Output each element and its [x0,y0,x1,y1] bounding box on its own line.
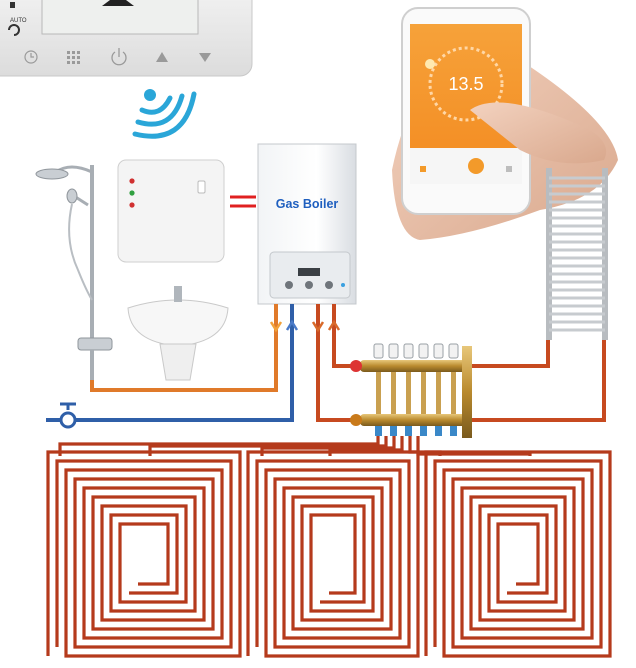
wireless-receiver [117,159,225,263]
boiler-knob-right[interactable] [325,281,333,289]
loop-feed-pipe [148,436,388,456]
underfloor-manifold [350,343,472,438]
boiler-knob-left[interactable] [285,281,293,289]
hot-water-pipes [90,304,278,392]
cold-water-pipes [46,304,294,422]
receiver-led-red [129,178,135,184]
manifold-actuator[interactable] [433,343,444,359]
manifold-actuator[interactable] [373,343,384,359]
thermostat-display-segment [102,0,134,6]
smartphone-app: 13.5 [392,7,618,240]
temperature-dial[interactable] [428,46,504,122]
app-temperature: 13.5 [448,74,483,94]
sun-icon [425,59,435,69]
heating-flow-pipes [316,304,606,422]
boiler-knob-center[interactable] [305,281,313,289]
floor-loop-zone-1 [46,450,242,658]
manifold-port [451,372,456,414]
thermostat-down-button[interactable] [199,53,211,62]
manifold-flow-bar [360,360,470,372]
floor-loop-zone-1 [55,459,233,649]
loop-feed-pipe [416,436,532,456]
manifold-flow-meter [420,426,427,436]
pointing-finger [470,102,607,164]
manifold-port [436,372,441,414]
receiver-led-red-2 [129,202,135,208]
manifold-end-fitting [462,346,472,438]
thermostat-clock-button[interactable] [24,50,38,64]
thermostat-cycle-icon [8,24,20,36]
floor-loop-zone-3 [433,459,603,649]
thermostat-menu-button[interactable] [67,51,80,64]
basin-faucet[interactable] [174,286,182,302]
wired-connection [230,195,256,208]
manifold-flow-valve[interactable] [350,360,362,372]
receiver-switch[interactable] [197,180,206,194]
thermostat-flame-icon [10,2,15,8]
manifold-flow-meter [450,426,457,436]
cold-water-valve[interactable] [59,402,77,429]
thermostat-auto-label: AUTO [10,18,27,24]
wash-basin [127,286,229,381]
thermostat-power-button[interactable] [111,48,127,66]
loop-feed-pipe [328,436,404,456]
receiver-led-green [129,190,135,196]
thermostat-up-button[interactable] [156,52,168,62]
flow-arrows [269,319,341,333]
app-power-button[interactable] [468,158,484,174]
wall-thermostat: AUTO [0,0,253,77]
manifold-port [376,372,381,414]
manifold-return-bar [360,414,470,426]
floor-loop-zone-2 [246,450,420,658]
floor-loop-zone-3 [424,450,612,658]
app-settings-icon[interactable] [506,166,512,172]
loop-feed-pipe [260,436,396,456]
shower-unit [35,165,113,380]
manifold-return-valve[interactable] [350,414,362,426]
underfloor-heating-loops [46,450,612,658]
power-icon [111,51,127,66]
loop-feed-pipes [58,436,532,456]
gas-boiler: Gas Boiler [257,143,357,305]
app-mode-icon[interactable] [420,166,426,172]
wifi-signal-icon [132,89,197,139]
shower-mixer[interactable] [77,337,113,351]
manifold-flow-meter [390,426,397,436]
manifold-flow-meter [405,426,412,436]
manifold-port [391,372,396,414]
floor-loop-zone-2 [255,459,411,649]
manifold-actuator[interactable] [388,343,399,359]
manifold-port [421,372,426,414]
basin-pedestal [159,343,197,381]
manifold-flow-meter [375,426,382,436]
boiler-indicator [341,283,345,287]
manifold-actuator[interactable] [418,343,429,359]
loop-feed-pipe [58,436,380,456]
shower-head [35,168,69,180]
manifold-port [406,372,411,414]
boiler-label: Gas Boiler [276,197,339,211]
grid-icon [67,51,80,64]
manifold-actuator[interactable] [403,343,414,359]
boiler-display [298,268,320,276]
manifold-flow-meter [435,426,442,436]
manifold-actuator[interactable] [448,343,459,359]
hand-shower-icon [66,188,78,204]
clock-icon [24,50,38,64]
towel-radiator [546,168,608,340]
